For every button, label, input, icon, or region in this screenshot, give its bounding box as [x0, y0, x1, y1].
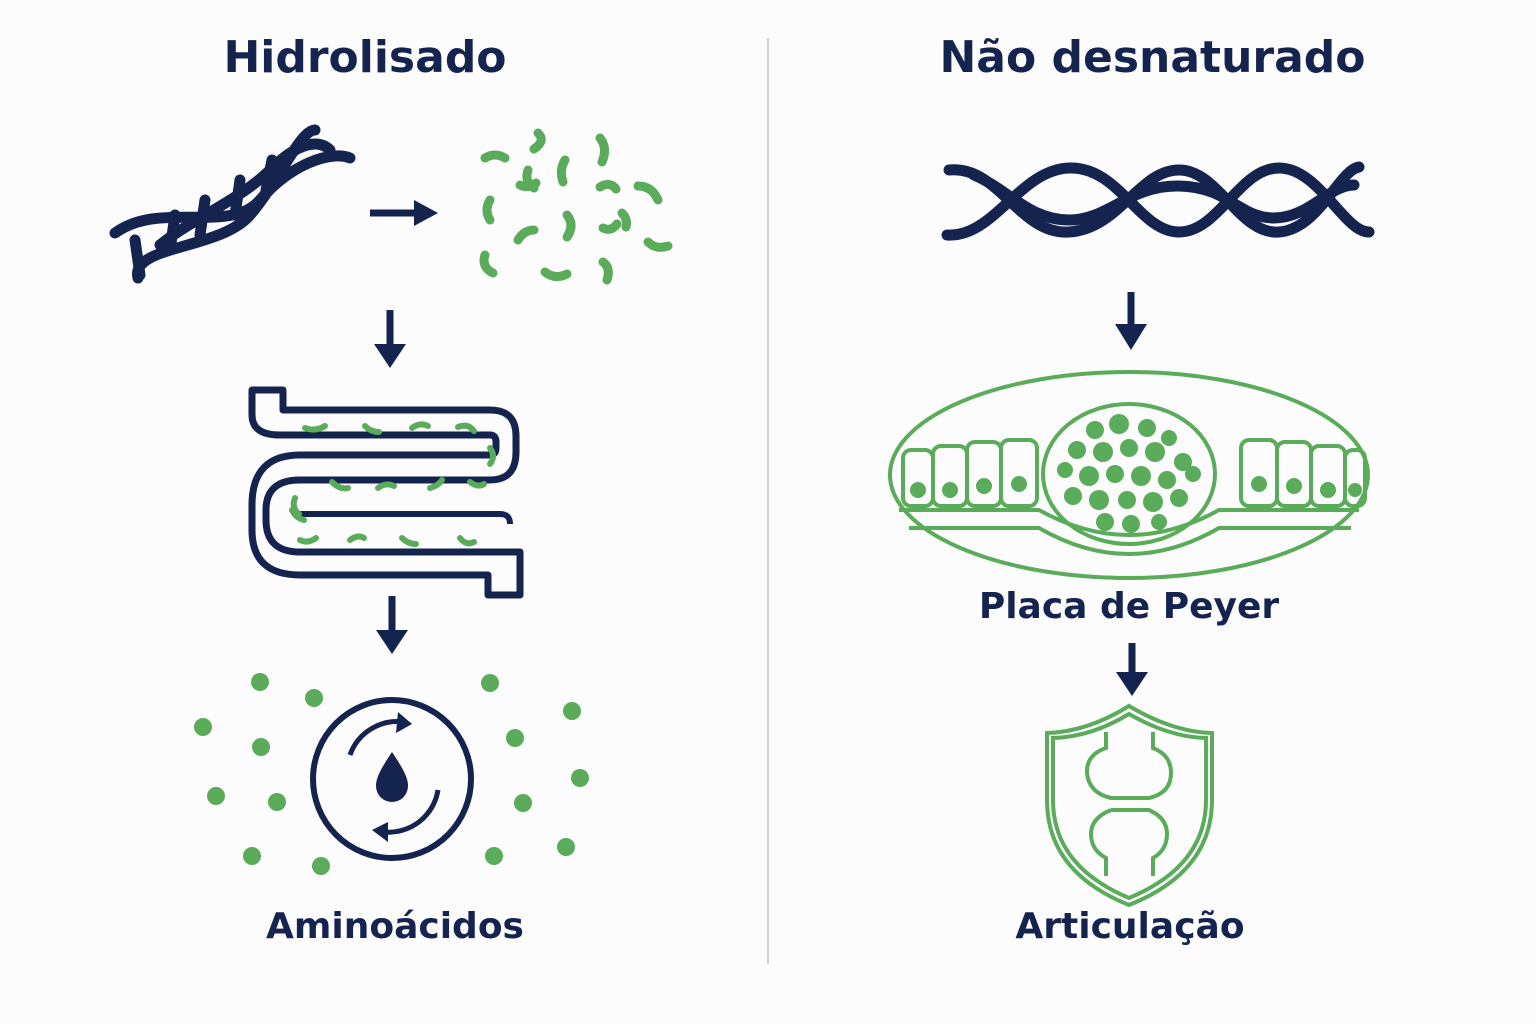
amino-acid-pool-icon [194, 673, 589, 875]
arrow-right-icon [370, 200, 438, 226]
arrow-down-icon [374, 310, 406, 368]
intestine-icon [248, 386, 524, 599]
arrow-down-icon [1116, 643, 1148, 696]
recycle-drop-icon [310, 697, 474, 861]
undenatured-title: Não desnaturado [939, 32, 1366, 83]
hydrolyzed-panel: Hidrolisado [0, 0, 767, 1024]
arrow-down-icon [376, 596, 408, 654]
collagen-triple-helix-icon [109, 124, 356, 284]
undenatured-diagram [888, 161, 1375, 908]
peyer-patch-caption: Placa de Peyer [978, 586, 1280, 627]
panel-divider [767, 38, 769, 964]
joint-caption: Articulação [1015, 906, 1245, 947]
hydrolyzed-title: Hidrolisado [223, 32, 507, 83]
undenatured-panel: Não desnaturado [769, 0, 1536, 1024]
hydrolyzed-diagram [109, 124, 673, 875]
intact-collagen-helix-icon [941, 161, 1375, 241]
amino-acids-caption: Aminoácidos [266, 906, 524, 947]
joint-shield-icon [1045, 703, 1214, 908]
arrow-down-icon [1115, 292, 1147, 350]
peptide-fragments-icon [479, 128, 673, 285]
peyer-patch-icon [888, 370, 1370, 580]
